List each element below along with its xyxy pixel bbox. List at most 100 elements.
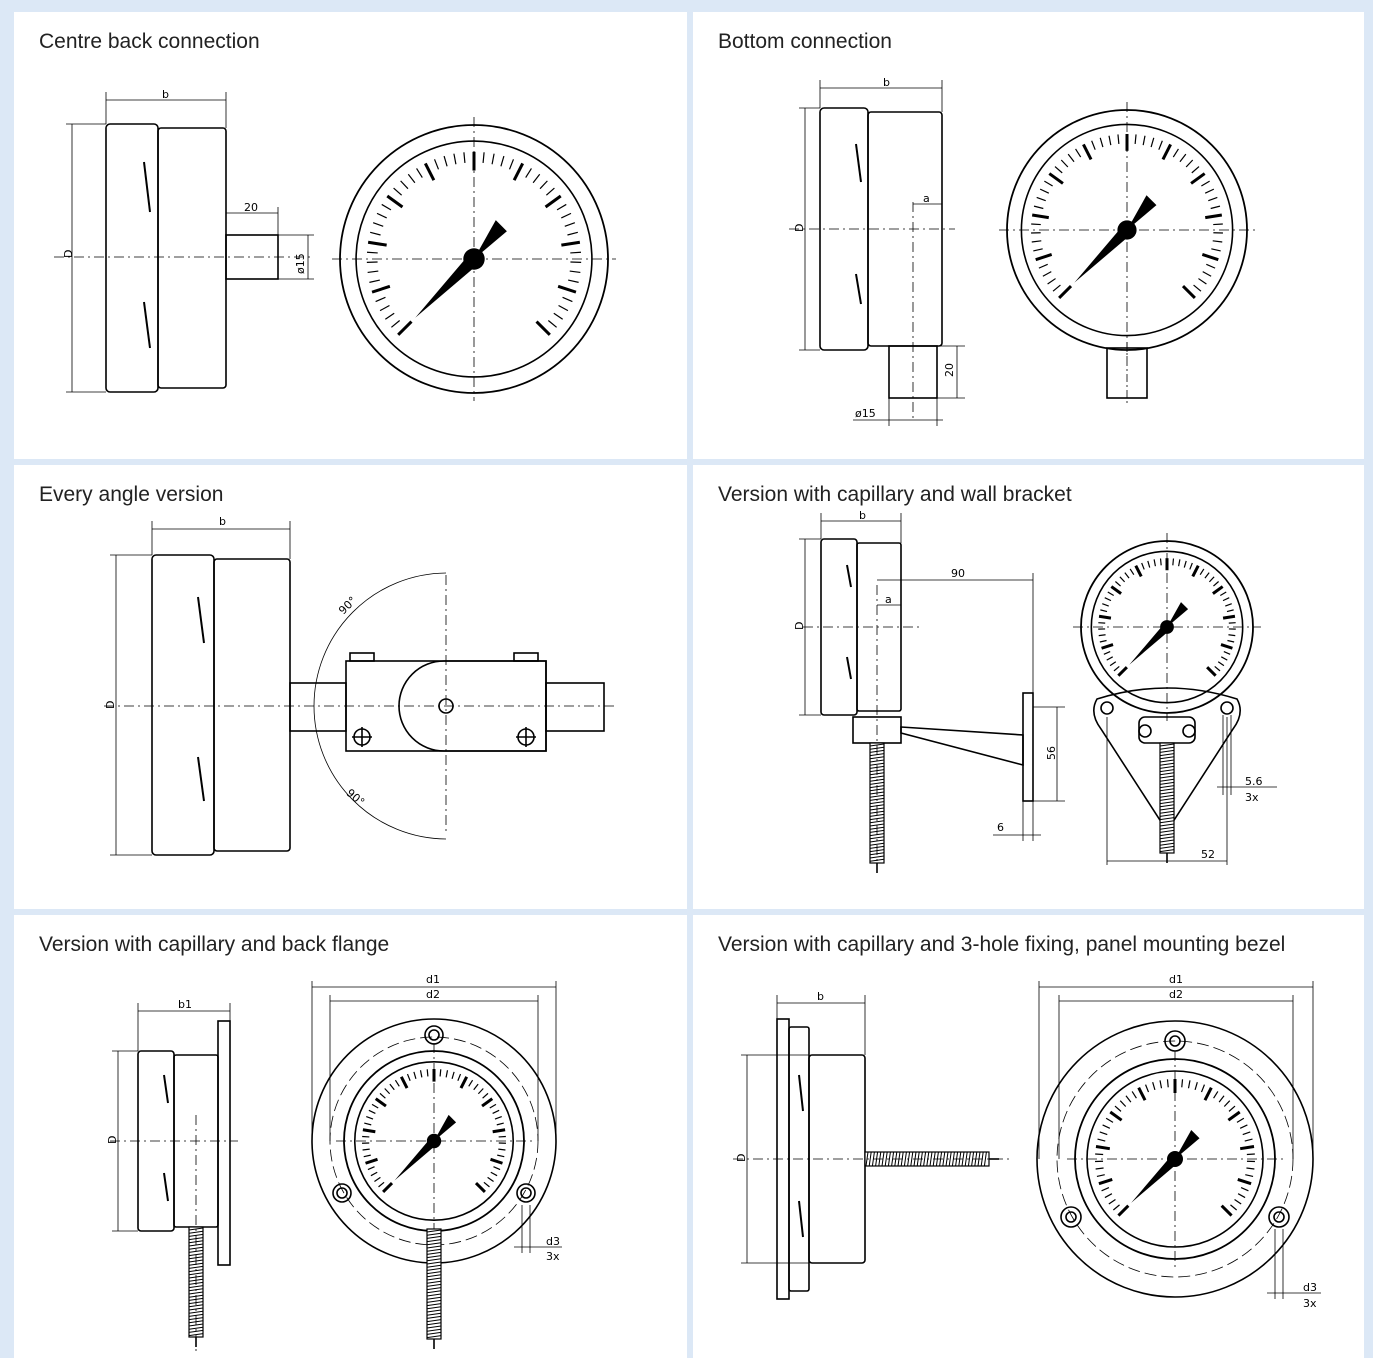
dial-tick — [1117, 666, 1128, 677]
dial-tick — [1137, 1087, 1147, 1101]
dial-tick — [1166, 1079, 1169, 1088]
dim-hole-count: 3x — [1245, 791, 1259, 804]
dial-tick — [1033, 205, 1044, 210]
dial-tick — [1042, 271, 1052, 277]
dial-tick — [1237, 1193, 1246, 1199]
coil-wind — [426, 1296, 442, 1300]
coil-wind — [971, 1151, 975, 1167]
coil-wind — [188, 1291, 204, 1295]
coil-wind — [188, 1329, 204, 1333]
dial-tick — [1142, 135, 1146, 146]
dimension-lines-front — [311, 981, 562, 1253]
dim-d2: d2 — [426, 988, 440, 1001]
coil-wind — [1159, 826, 1175, 830]
dial-tick — [497, 1154, 505, 1158]
coil-wind — [188, 1246, 204, 1250]
dial-tick — [375, 296, 386, 303]
dial-tick — [562, 296, 573, 303]
panel-title: Every angle version — [39, 483, 224, 506]
dial-tick — [483, 1181, 490, 1188]
coil-wind — [1159, 769, 1175, 773]
dial-tick — [370, 1171, 378, 1177]
dial-tick — [364, 1122, 372, 1126]
coil-wind — [426, 1229, 442, 1233]
dial-tick — [1219, 591, 1227, 596]
coil-tube — [426, 1228, 442, 1340]
dial-tick — [391, 320, 401, 328]
gauge-side-view — [105, 123, 279, 393]
dial-tick — [426, 1069, 429, 1077]
dial-tick — [1230, 1204, 1238, 1211]
coil-wind — [1159, 778, 1175, 782]
dial-tick — [1103, 651, 1111, 655]
dim-d: D — [106, 1136, 119, 1144]
centre-lines — [789, 202, 955, 422]
dial-tick — [481, 1097, 494, 1108]
dial-tick — [445, 1070, 449, 1078]
dial-tick — [362, 1128, 376, 1134]
dial-tick — [1109, 1110, 1123, 1122]
dial-tick — [1097, 1138, 1106, 1142]
coil-wind — [426, 1303, 442, 1307]
dial-tick — [1109, 661, 1117, 667]
dim-hole-count: 3x — [1303, 1297, 1317, 1310]
dial-tick — [1185, 159, 1194, 168]
dial-tick — [1189, 562, 1193, 570]
coil-wind — [869, 842, 885, 846]
dial-tick — [1211, 248, 1221, 252]
dim-b: b — [859, 509, 866, 522]
dial-tick — [381, 203, 392, 211]
centre-lines — [110, 1115, 238, 1355]
dial-tick — [369, 279, 380, 283]
coil-wind — [1159, 791, 1175, 795]
coil-wind — [869, 775, 885, 779]
gauge-hub — [1117, 220, 1137, 240]
dial-tick — [1217, 661, 1225, 667]
dial-tick — [1218, 1095, 1225, 1103]
dial-tick — [1206, 263, 1216, 269]
dial-tick — [545, 187, 555, 196]
dial-tick — [1106, 656, 1114, 661]
dial-tick — [1227, 639, 1235, 643]
dim-thickness: 6 — [997, 821, 1004, 834]
dial-tick — [1117, 134, 1120, 145]
dial-tick — [1108, 135, 1112, 146]
dial-tick — [374, 1176, 381, 1182]
coil-wind — [426, 1258, 442, 1262]
coil-wind — [426, 1280, 442, 1284]
dial-tick — [368, 1109, 376, 1114]
coil-wind — [426, 1274, 442, 1278]
dial-tick — [370, 231, 381, 236]
dial-tick — [1220, 1204, 1233, 1217]
dial-tick — [498, 1148, 506, 1151]
coil-wind — [426, 1287, 442, 1291]
dial-tick — [416, 168, 423, 178]
dial-tick — [394, 1079, 400, 1087]
dial-tick — [1212, 240, 1223, 243]
dial-tick — [1058, 284, 1073, 299]
coil-wind — [869, 801, 885, 805]
dial-tick — [1060, 159, 1069, 168]
coil-wind — [188, 1253, 204, 1257]
dial-tick — [482, 1092, 489, 1099]
dim-d2: d2 — [1169, 988, 1183, 1001]
coil-wind — [868, 1151, 872, 1167]
coil-wind — [1159, 781, 1175, 785]
dial-tick — [553, 312, 564, 320]
dial-tick — [366, 251, 378, 254]
dial-tick — [1098, 1177, 1113, 1186]
coil-wind — [1159, 820, 1175, 824]
gauge-side-view — [819, 107, 943, 399]
dial-tick — [1095, 1167, 1104, 1170]
coil-wind — [1159, 823, 1175, 827]
coil-wind — [426, 1245, 442, 1249]
drawing-centre-back: b D 20 ø15 — [54, 88, 616, 401]
capillary-front — [426, 1228, 442, 1349]
coil-wind — [426, 1331, 442, 1335]
dial-tick — [1124, 572, 1130, 579]
coil-wind — [884, 1151, 888, 1167]
coil-wind — [426, 1328, 442, 1332]
dial-tick — [1181, 1079, 1184, 1088]
dial-tick — [1212, 585, 1224, 595]
